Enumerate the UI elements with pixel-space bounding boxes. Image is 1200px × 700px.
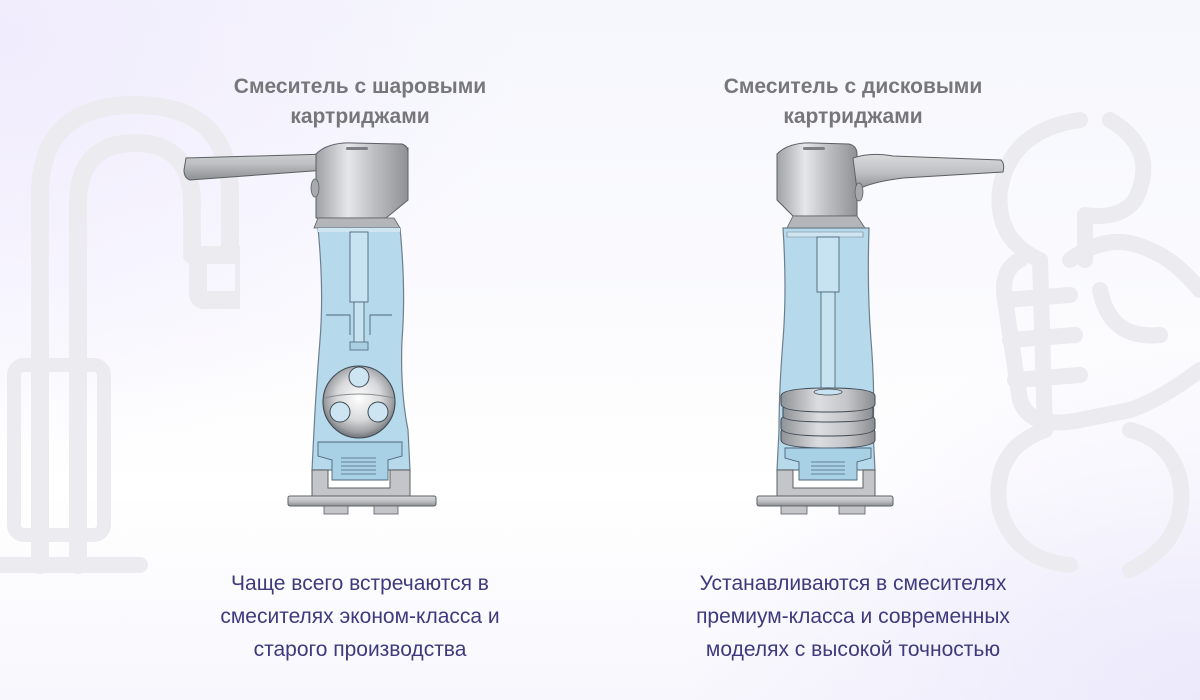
ball-cartridge-description: Чаще всего встречаются в смесителях экон…: [220, 572, 500, 661]
disc-cartridge-description: Устанавливаются в смесителях премиум-кла…: [696, 572, 1010, 661]
ball-cartridge-faucet-illustration: [183, 142, 437, 515]
disc-cartridge-title: Смеситель с дисковыми картриджами: [723, 75, 983, 129]
disc-cartridge-faucet-illustration: [756, 142, 1005, 515]
ball-cartridge-title: Смеситель с шаровыми картриджами: [233, 75, 487, 129]
disc-cartridge-panel: Смеситель с дисковыми картриджами: [573, 0, 1133, 700]
ball-cartridge-panel: Смеситель с шаровыми картриджами: [80, 0, 640, 700]
